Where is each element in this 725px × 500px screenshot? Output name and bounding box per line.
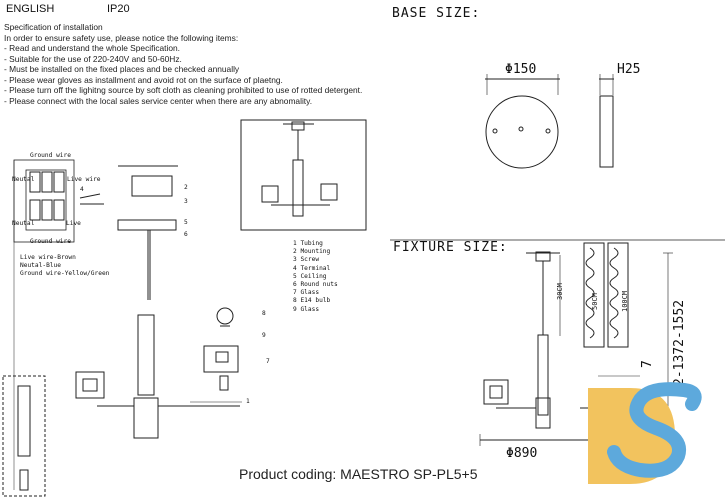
spec-title: Specification of installation [4, 22, 103, 32]
spec-line: - Please wear gloves as installment and … [4, 74, 283, 85]
spec-line: In order to ensure safety use, please no… [4, 32, 239, 43]
parts-item: 4 Terminal [293, 264, 331, 272]
parts-item: 8 E14 bulb [293, 297, 331, 305]
callout-number: 9 [262, 332, 266, 339]
base-height-label: H25 [617, 62, 641, 77]
callout-number: 6 [184, 231, 188, 238]
spec-line: - Please connect with the local sales se… [4, 95, 313, 106]
base-side-drawing [599, 74, 614, 168]
wiring-diagram-drawing [13, 159, 104, 490]
callout-number: 2 [184, 184, 188, 191]
spec-block: Specification of installation In order t… [4, 22, 362, 106]
width-label: Φ890 [506, 446, 538, 461]
base-circle-drawing [485, 74, 560, 169]
callout-number: 1 [246, 398, 250, 405]
parts-list: 1 Tubing 2 Mounting 3 Screw 4 Terminal 5… [293, 240, 338, 314]
live-top-label: Live wire [67, 176, 101, 183]
legend-line: Ground wire-Yellow/Green [20, 270, 110, 278]
parts-item: 3 Screw [293, 256, 320, 264]
neutral-top-label: Neutal [12, 176, 35, 183]
callout-number: 8 [262, 310, 266, 317]
fixture-overview-drawing [240, 119, 367, 231]
base-size-title: BASE SIZE: [392, 6, 481, 21]
spec-line: - Must be installed on the fixed places … [4, 64, 240, 74]
ip-rating: IP20 [107, 3, 130, 15]
fixture-size-title: FIXTURE SIZE: [393, 240, 508, 255]
parts-item: 1 Tubing [293, 240, 323, 247]
spec-line: - Suitable for the use of 220-240V and 5… [4, 53, 182, 64]
spec-line: - Read and understand the whole Specific… [4, 43, 180, 53]
parts-item: 5 Ceiling [293, 272, 327, 280]
legend-line: Neutal-Blue [20, 262, 61, 270]
pendant-assembly-drawing [75, 165, 242, 439]
live-bottom-label: Live [66, 220, 81, 227]
base-diameter-label: Φ150 [505, 62, 537, 77]
parts-item: 9 Glass [293, 305, 320, 313]
parts-item: 2 Mounting [293, 248, 331, 256]
callout-number: 7 [266, 358, 270, 365]
parts-item: 6 Round nuts [293, 281, 338, 289]
product-coding: Product coding: MAESTRO SP-PL5+5 [239, 466, 478, 482]
neutral-bottom-label: Neutal [12, 220, 35, 227]
detail-callout-drawing [2, 375, 46, 497]
callout-number: 5 [184, 219, 188, 226]
callout-number: 4 [80, 186, 84, 193]
ground-wire-bottom-label: Ground wire [30, 238, 71, 245]
spec-line: - Please turn off the lighitng source by… [4, 85, 363, 95]
parts-item: 7 Glass [293, 289, 320, 297]
wire-color-legend: Live wire-Brown Neutal-Blue Ground wire-… [20, 254, 109, 279]
fixture-drawing [479, 242, 673, 446]
ground-wire-top-label: Ground wire [30, 152, 71, 159]
callout-number: 3 [184, 198, 188, 205]
language-label: ENGLISH [6, 3, 55, 15]
bulb-glass-drawing [203, 307, 239, 391]
legend-line: Live wire-Brown [20, 254, 76, 261]
